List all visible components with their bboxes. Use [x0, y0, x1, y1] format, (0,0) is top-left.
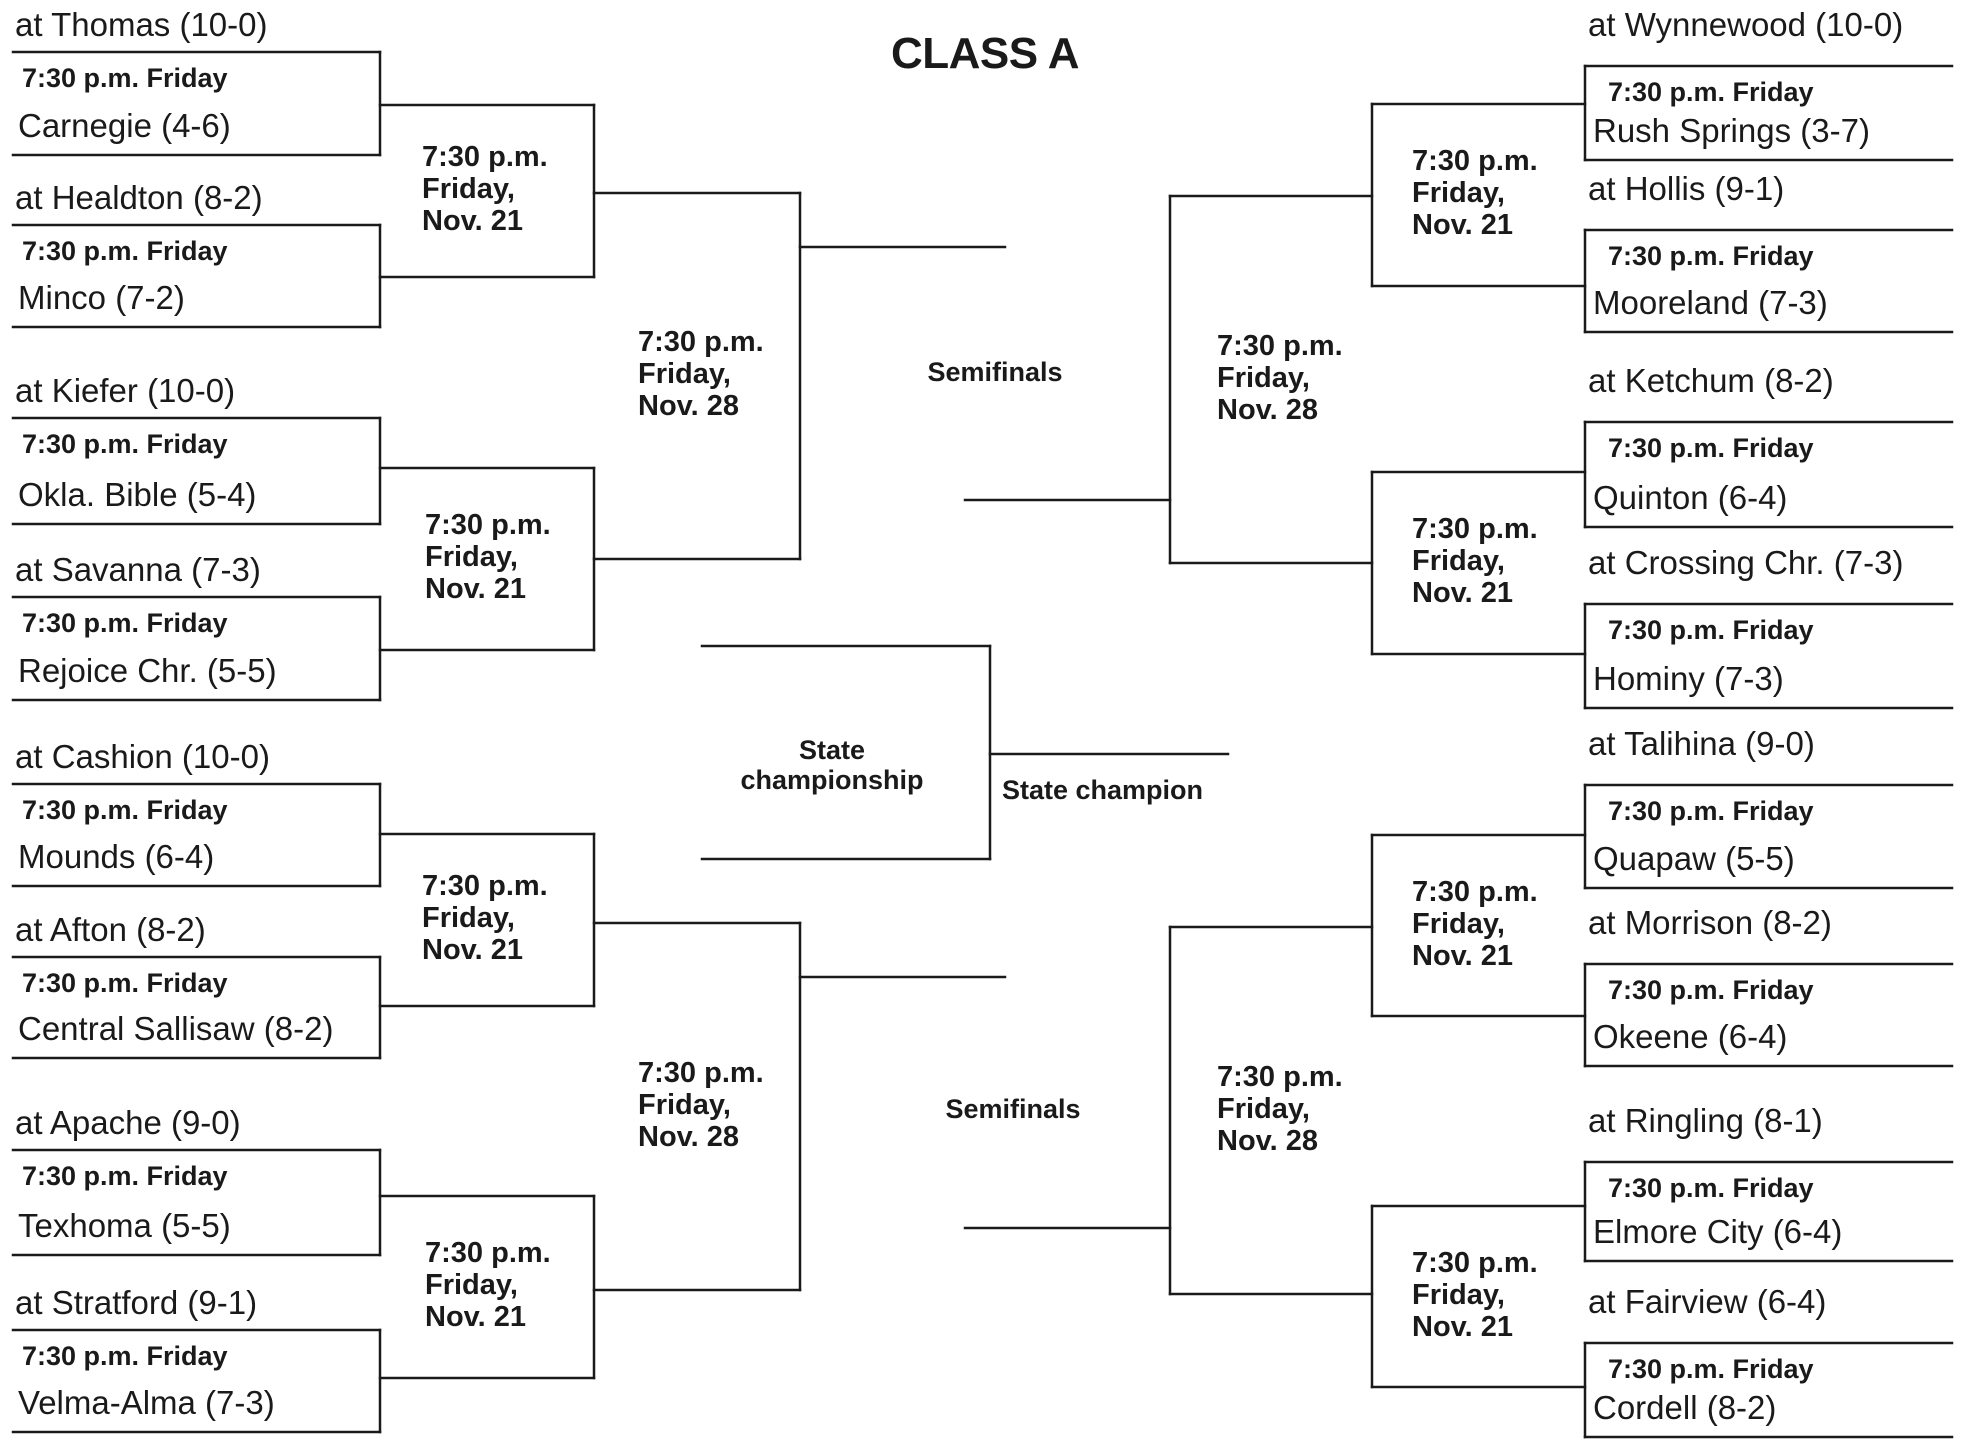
visitor-team-label: Okeene (6-4)	[1593, 1018, 1788, 1055]
game-time-label: 7:30 p.m. Friday	[22, 63, 228, 93]
semifinals-label-top: Semifinals	[927, 357, 1063, 387]
game-time-label: 7:30 p.m. Friday	[1608, 241, 1814, 271]
game-time-label: 7:30 p.m. Friday	[22, 795, 228, 825]
visitor-team-label: Okla. Bible (5-4)	[18, 476, 257, 513]
visitor-team-label: Rush Springs (3-7)	[1593, 112, 1870, 149]
game-time-label: 7:30 p.m. Friday	[1608, 1354, 1814, 1384]
qf-time-label: 7:30 p.m. Friday, Nov. 21	[422, 870, 548, 966]
visitor-team-label: Texhoma (5-5)	[18, 1207, 231, 1244]
visitor-team-label: Mooreland (7-3)	[1593, 284, 1828, 321]
game-time-label: 7:30 p.m. Friday	[22, 608, 228, 638]
game-time-label: 7:30 p.m. Friday	[22, 1161, 228, 1191]
home-team-label: at Ketchum (8-2)	[1588, 362, 1834, 399]
home-team-label: at Ringling (8-1)	[1588, 1102, 1823, 1139]
game-time-label: 7:30 p.m. Friday	[22, 236, 228, 266]
game-time-label: 7:30 p.m. Friday	[22, 1341, 228, 1371]
home-team-label: at Wynnewood (10-0)	[1588, 6, 1904, 43]
game-time-label: 7:30 p.m. Friday	[1608, 77, 1814, 107]
qf-time-label: 7:30 p.m. Friday, Nov. 21	[1412, 513, 1538, 609]
visitor-team-label: Central Sallisaw (8-2)	[18, 1010, 334, 1047]
visitor-team-label: Mounds (6-4)	[18, 838, 215, 875]
game-time-label: 7:30 p.m. Friday	[1608, 1173, 1814, 1203]
game-time-label: 7:30 p.m. Friday	[22, 429, 228, 459]
sf-time-label: 7:30 p.m. Friday, Nov. 28	[1217, 1060, 1343, 1157]
home-team-label: at Healdton (8-2)	[15, 179, 263, 216]
visitor-team-label: Hominy (7-3)	[1593, 660, 1784, 697]
sf-time-label: 7:30 p.m. Friday, Nov. 28	[1217, 329, 1343, 426]
game-time-label: 7:30 p.m. Friday	[22, 968, 228, 998]
visitor-team-label: Quinton (6-4)	[1593, 479, 1788, 516]
visitor-team-label: Cordell (8-2)	[1593, 1389, 1777, 1426]
home-team-label: at Fairview (6-4)	[1588, 1283, 1827, 1320]
visitor-team-label: Quapaw (5-5)	[1593, 840, 1795, 877]
home-team-label: at Stratford (9-1)	[15, 1284, 258, 1321]
visitor-team-label: Minco (7-2)	[18, 279, 185, 316]
home-team-label: at Hollis (9-1)	[1588, 170, 1785, 207]
visitor-team-label: Rejoice Chr. (5-5)	[18, 652, 277, 689]
game-time-label: 7:30 p.m. Friday	[1608, 615, 1814, 645]
qf-time-label: 7:30 p.m. Friday, Nov. 21	[1412, 145, 1538, 241]
page-title: CLASS A	[891, 29, 1080, 78]
qf-time-label: 7:30 p.m. Friday, Nov. 21	[422, 141, 548, 237]
qf-time-label: 7:30 p.m. Friday, Nov. 21	[1412, 1246, 1538, 1343]
state-champion-label: State champion	[1002, 775, 1204, 805]
sf-time-label: 7:30 p.m. Friday, Nov. 28	[638, 1056, 764, 1153]
visitor-team-label: Carnegie (4-6)	[18, 107, 231, 144]
home-team-label: at Kiefer (10-0)	[15, 372, 236, 409]
visitor-team-label: Velma-Alma (7-3)	[18, 1384, 275, 1421]
home-team-label: at Morrison (8-2)	[1588, 904, 1832, 941]
game-time-label: 7:30 p.m. Friday	[1608, 796, 1814, 826]
home-team-label: at Savanna (7-3)	[15, 551, 261, 588]
qf-time-label: 7:30 p.m. Friday, Nov. 21	[425, 1237, 551, 1333]
game-time-label: 7:30 p.m. Friday	[1608, 433, 1814, 463]
game-time-label: 7:30 p.m. Friday	[1608, 975, 1814, 1005]
home-team-label: at Crossing Chr. (7-3)	[1588, 544, 1904, 581]
semifinals-label-bottom: Semifinals	[945, 1094, 1081, 1124]
home-team-label: at Talihina (9-0)	[1588, 725, 1815, 762]
home-team-label: at Cashion (10-0)	[15, 738, 270, 775]
state-championship-label: State championship	[740, 735, 924, 795]
qf-time-label: 7:30 p.m. Friday, Nov. 21	[425, 509, 551, 605]
home-team-label: at Afton (8-2)	[15, 911, 206, 948]
home-team-label: at Apache (9-0)	[15, 1104, 241, 1141]
visitor-team-label: Elmore City (6-4)	[1593, 1213, 1843, 1250]
home-team-label: at Thomas (10-0)	[15, 6, 268, 43]
qf-time-label: 7:30 p.m. Friday, Nov. 21	[1412, 875, 1538, 972]
sf-time-label: 7:30 p.m. Friday, Nov. 28	[638, 326, 764, 422]
